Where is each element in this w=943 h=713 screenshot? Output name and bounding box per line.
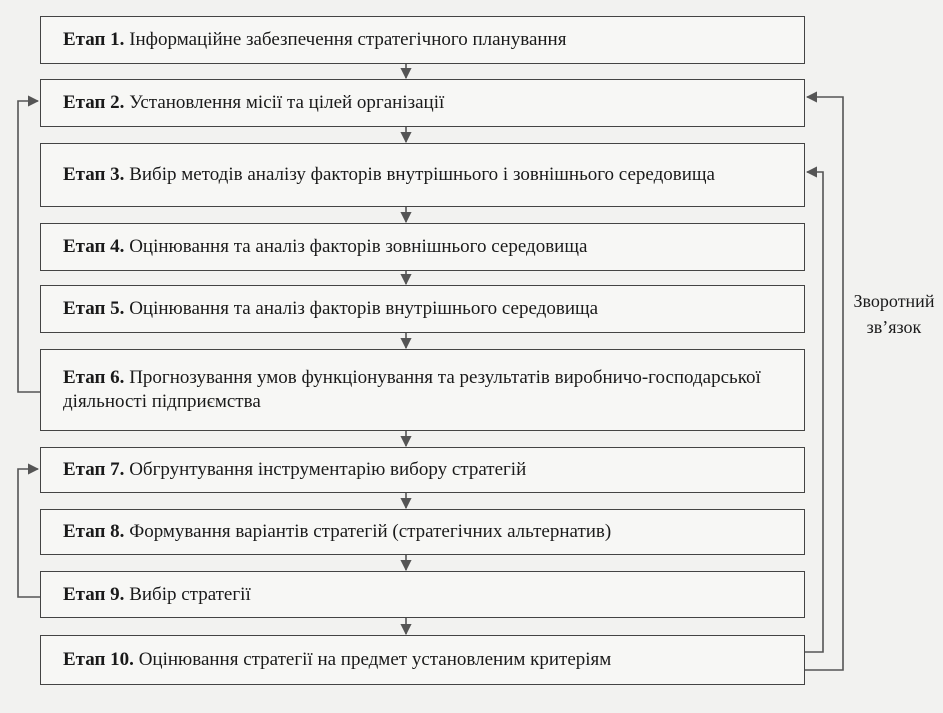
stage-10: Етап 10. Оцінювання стратегії на предмет…: [40, 635, 805, 685]
stage-4-text: Оцінювання та аналіз факторів зовнішньог…: [129, 236, 588, 257]
stage-9-text: Вибір стратегії: [129, 583, 251, 605]
stage-3: Етап 3. Вибір методів аналізу факторів в…: [40, 143, 805, 207]
feedback-label-line2: зв’язок: [866, 317, 922, 337]
stage-10-text: Оцінювання стратегії на предмет установл…: [138, 649, 612, 670]
stage-2-text: Установлення місії та цілей організації: [129, 92, 445, 113]
feedback-10-to-2: [805, 91, 844, 671]
stage-3-text: Вибір методів аналізу факторів внутрішнь…: [129, 164, 715, 185]
stage-2: Етап 2. Установлення місії та цілей орга…: [40, 79, 805, 127]
stage-1: Етап 1. Інформаційне забезпечення страте…: [40, 16, 805, 64]
feedback-label-line1: Зворотний: [853, 291, 935, 311]
stage-6: Етап 6. Прогнозування умов функціонуванн…: [40, 349, 805, 431]
stage-7-text: Обгрунтування інструментарію вибору стра…: [129, 459, 527, 480]
stage-9: Етап 9. Вибір стратегії: [40, 571, 805, 618]
stage-8-label: Етап 8.: [63, 521, 125, 542]
stage-9-label: Етап 9.: [63, 583, 125, 605]
stage-5: Етап 5. Оцінювання та аналіз факторів вн…: [40, 285, 805, 333]
stage-4-label: Етап 4.: [63, 236, 125, 257]
stage-4: Етап 4. Оцінювання та аналіз факторів зо…: [40, 223, 805, 271]
stage-6-text: Прогнозування умов функціонування та рез…: [63, 367, 761, 412]
stage-7-label: Етап 7.: [63, 459, 125, 480]
loop-9-to-7: [17, 463, 40, 598]
stage-8-text: Формування варіантів стратегій (стратегі…: [129, 521, 612, 542]
stage-6-label: Етап 6.: [63, 367, 125, 388]
loop-6-to-2: [17, 95, 40, 393]
feedback-label: Зворотний зв’язок: [845, 288, 943, 340]
feedback-10-to-3: [805, 166, 824, 653]
stage-8: Етап 8. Формування варіантів стратегій (…: [40, 509, 805, 555]
stage-5-label: Етап 5.: [63, 298, 125, 319]
stage-1-text: Інформаційне забезпечення стратегічного …: [129, 29, 567, 50]
stage-7: Етап 7. Обгрунтування інструментарію виб…: [40, 447, 805, 493]
stage-3-label: Етап 3.: [63, 164, 125, 185]
stage-1-label: Етап 1.: [63, 29, 125, 50]
stage-10-label: Етап 10.: [63, 649, 134, 670]
stage-2-label: Етап 2.: [63, 92, 125, 113]
stage-5-text: Оцінювання та аналіз факторів внутрішньо…: [129, 298, 599, 319]
